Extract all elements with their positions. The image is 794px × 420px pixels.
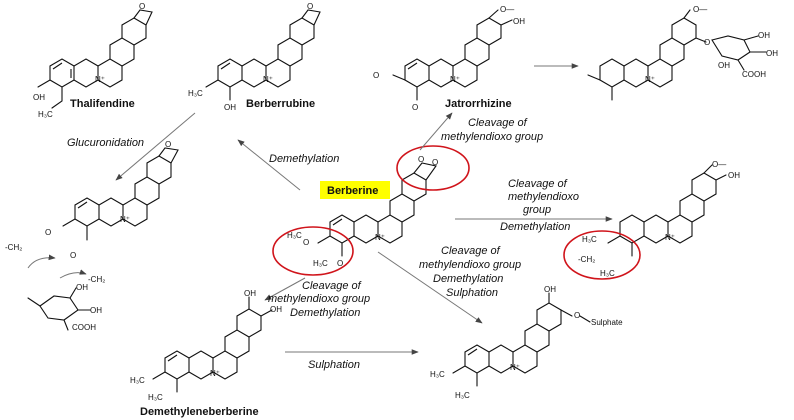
- step-cleavage-sulph-1: Cleavage of: [441, 245, 501, 257]
- minus-ch2-label: -CH₂: [578, 255, 595, 264]
- oh-label: OH: [270, 305, 282, 314]
- methoxy-label: H₃C: [287, 231, 302, 240]
- step-glucuronidation: Glucuronidation: [67, 137, 144, 149]
- compound-name-jatrorrhizine: Jatrorrhizine: [445, 98, 512, 110]
- oh-label: OH: [224, 103, 236, 112]
- methoxy-label: H₃C: [313, 259, 328, 268]
- oxygen-label: O: [704, 38, 710, 47]
- oxygen-label: O: [165, 140, 171, 149]
- structure-berberrubine: H₃C OH N⁺ O Berberrubine: [188, 2, 321, 112]
- structure-berberine-glucuronide: O O N⁺ O -CH₂ -CH₂ OH OH COOH: [5, 140, 179, 332]
- oxygen-label: O: [432, 158, 438, 167]
- step-cleavage-sulph-3: Demethylation: [433, 273, 503, 285]
- minus-ch2-label: -CH₂: [88, 275, 105, 284]
- highlight-circle-dioxole: [396, 145, 470, 191]
- oh-label: OH: [33, 93, 45, 102]
- step-cleavage-right-2: methylendioxo: [508, 191, 579, 203]
- arrow-to-berberrubine: [237, 139, 301, 191]
- methoxy-label: O: [45, 228, 51, 237]
- step-cleavage-right-4: Demethylation: [500, 221, 570, 233]
- methoxy-label: H₃C: [148, 393, 163, 402]
- structure-berberine: Berberine H₃C O H₃C O N⁺ O O: [272, 145, 470, 276]
- cooh-label: COOH: [742, 70, 766, 79]
- compound-name-demethyleneberberine: Demethyleneberberine: [140, 406, 259, 418]
- nitrogen-label: N⁺: [450, 75, 460, 84]
- step-cleavage-sulph-4: Sulphation: [446, 287, 498, 299]
- methoxy-label: H₃C: [582, 235, 597, 244]
- arrow-to-sulphate: [377, 251, 483, 324]
- structure-sulphate-conjugate: OH O Sulphate H₃C H₃C N⁺: [430, 285, 623, 400]
- oxygen-label: O: [574, 311, 580, 320]
- methoxy-label: O—: [500, 5, 514, 14]
- cooh-label: COOH: [72, 323, 96, 332]
- step-cleavage-top-2: methylendioxo group: [441, 131, 543, 143]
- methoxy-label: H₃C: [430, 370, 445, 379]
- step-cleavage-top-1: Cleavage of: [468, 117, 528, 129]
- arrow-to-glucuronide: [115, 112, 196, 181]
- structure-jatrorrhizine-glucuronide: O— O OH OH OH COOH N⁺: [587, 5, 778, 101]
- oh-label: OH: [766, 49, 778, 58]
- nitrogen-label: N⁺: [210, 369, 220, 378]
- nitrogen-label: N⁺: [120, 215, 130, 224]
- reaction-arrows: [115, 63, 613, 355]
- step-labels: Glucuronidation Demethylation Cleavage o…: [67, 117, 579, 371]
- highlight-circle-methoxy: [272, 226, 354, 276]
- compound-name-thalifendine: Thalifendine: [70, 98, 135, 110]
- oxygen-label: O: [303, 238, 309, 247]
- step-demethylation: Demethylation: [269, 153, 339, 165]
- step-cleavage-left-1: Cleavage of: [302, 280, 362, 292]
- highlight-circle-cleaved: [563, 230, 641, 280]
- oh-label: OH: [758, 31, 770, 40]
- methoxy-label: H₃C: [38, 110, 53, 119]
- compound-name-berberine: Berberine: [327, 185, 378, 197]
- methoxy-label: H₃C: [130, 376, 145, 385]
- nitrogen-label: N⁺: [95, 75, 105, 84]
- oh-label: OH: [513, 17, 525, 26]
- methoxy-label: O: [373, 71, 379, 80]
- structure-demethylated-right: O— OH N⁺ H₃C -CH₂ H₃C: [563, 160, 740, 280]
- step-sulphation: Sulphation: [308, 359, 360, 371]
- nitrogen-label: N⁺: [645, 75, 655, 84]
- methoxy-label: H₃C: [455, 391, 470, 400]
- methoxy-label: O—: [712, 160, 726, 169]
- step-cleavage-right-3: group: [523, 204, 551, 216]
- arrow-to-demethyleneberberine: [264, 277, 306, 301]
- berberine-highlight: [320, 181, 390, 199]
- methoxy-label: H₃C: [188, 89, 203, 98]
- methoxy-label: O: [70, 251, 76, 260]
- arrow-to-jatrorrhizine: [419, 112, 453, 151]
- structure-demethyleneberberine: OH OH H₃C H₃C N⁺ Demethyleneberberine: [130, 289, 282, 418]
- nitrogen-label: N⁺: [375, 233, 385, 242]
- compound-name-berberrubine: Berberrubine: [246, 98, 315, 110]
- oh-label: OH: [718, 61, 730, 70]
- methoxy-label: H₃C: [600, 269, 615, 278]
- nitrogen-label: N⁺: [665, 233, 675, 242]
- oh-label: OH: [90, 306, 102, 315]
- oxygen-label: O: [418, 155, 424, 164]
- step-cleavage-left-3: Demethylation: [290, 307, 360, 319]
- oh-label: OH: [244, 289, 256, 298]
- structure-jatrorrhizine: O— OH O O N⁺ Jatrorrhizine: [373, 5, 525, 112]
- step-cleavage-right-1: Cleavage of: [508, 178, 568, 190]
- step-cleavage-left-2: methylendioxo group: [268, 293, 370, 305]
- step-cleavage-sulph-2: methylendioxo group: [419, 259, 521, 271]
- nitrogen-label: N⁺: [263, 75, 273, 84]
- minus-ch2-label: -CH₂: [5, 243, 22, 252]
- oh-label: OH: [544, 285, 556, 294]
- nitrogen-label: N⁺: [510, 363, 520, 372]
- structure-thalifendine: OH H₃C N⁺ O Thalifendine: [33, 2, 153, 119]
- oxygen-label: O: [307, 2, 313, 11]
- sulphate-label: Sulphate: [591, 318, 623, 327]
- oh-label: OH: [76, 283, 88, 292]
- methoxy-label: O: [412, 103, 418, 112]
- oh-label: OH: [728, 171, 740, 180]
- oxygen-label: O: [337, 259, 343, 268]
- oxygen-label: O: [139, 2, 145, 11]
- methoxy-label: O—: [693, 5, 707, 14]
